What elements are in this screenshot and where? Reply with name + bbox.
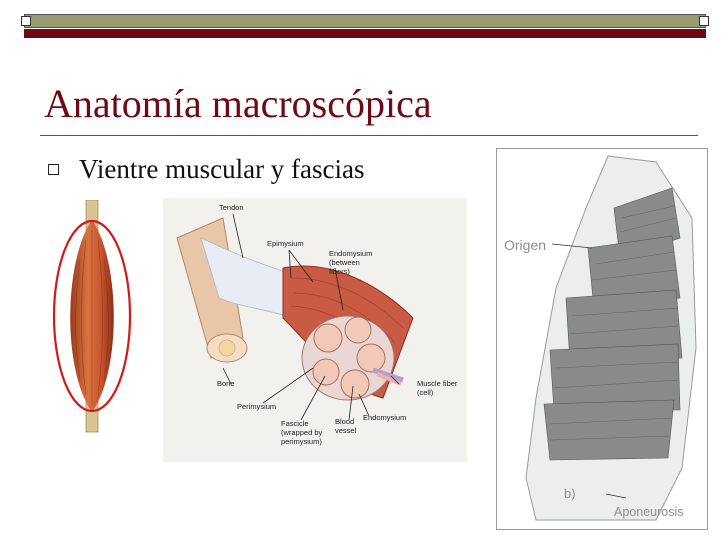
label-origen: Origen bbox=[504, 237, 546, 253]
bullet-text: Vientre muscular y fascias bbox=[79, 154, 365, 184]
label-endomysium-between-2: (between bbox=[329, 258, 360, 267]
bullet-item: Vientre muscular y fascias bbox=[48, 154, 365, 185]
label-endomysium: Endomysium bbox=[363, 413, 406, 422]
label-fascicle-3: perimysium) bbox=[281, 437, 322, 446]
label-muscle-fiber-2: (cell) bbox=[417, 388, 434, 397]
label-bone: Bone bbox=[217, 379, 235, 388]
label-endomysium-between-3: fibers) bbox=[329, 267, 350, 276]
header-right-square bbox=[699, 16, 709, 26]
label-b: b) bbox=[564, 486, 576, 501]
label-muscle-fiber-1: Muscle fiber bbox=[417, 379, 458, 388]
muscle-structure-diagram: Tendon Epimysium Endomysium (between fib… bbox=[163, 198, 467, 462]
header-left-square bbox=[21, 16, 31, 26]
header-olive-band bbox=[24, 14, 706, 28]
label-fascicle-1: Fascicle bbox=[281, 419, 309, 428]
slide-title: Anatomía macroscópica bbox=[44, 81, 432, 126]
label-epimysium: Epimysium bbox=[267, 239, 304, 248]
label-blood-2: vessel bbox=[335, 426, 357, 435]
label-tendon: Tendon bbox=[219, 203, 244, 212]
label-blood-1: Blood bbox=[335, 417, 354, 426]
square-bullet-icon bbox=[48, 164, 59, 175]
header-bar bbox=[21, 14, 709, 40]
label-endomysium-between-1: Endomysium bbox=[329, 249, 372, 258]
label-aponeurosis: Aponeurosis bbox=[614, 505, 684, 519]
header-maroon-band bbox=[24, 29, 706, 38]
label-perimysium: Perimysium bbox=[237, 402, 276, 411]
title-divider bbox=[40, 135, 698, 136]
fusiform-muscle-figure bbox=[50, 200, 136, 434]
label-fascicle-2: (wrapped by bbox=[281, 428, 323, 437]
pennate-muscle-figure: Origen b) Aponeurosis bbox=[496, 148, 708, 530]
